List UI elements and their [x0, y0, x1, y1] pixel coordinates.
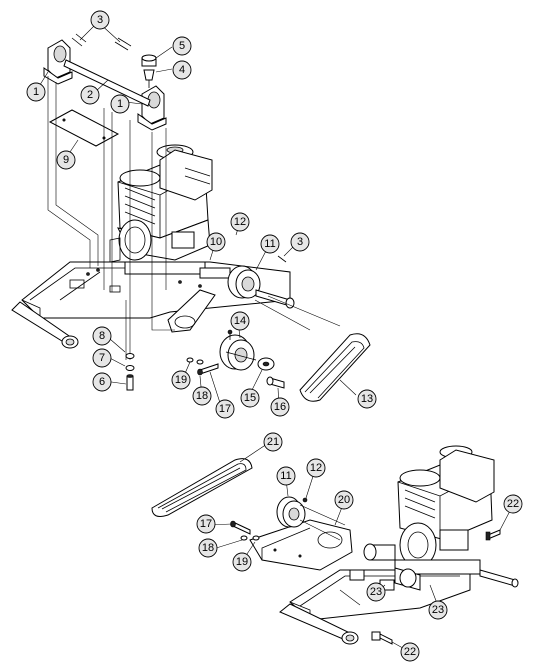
- svg-text:2: 2: [87, 89, 93, 101]
- bottom-assembly: [151, 445, 519, 645]
- callout-19b: 19: [232, 552, 252, 572]
- bolt-stack-left: [125, 353, 135, 391]
- svg-text:16: 16: [274, 401, 286, 413]
- bolt-22-bottom: [371, 631, 393, 645]
- callout-13: 13: [357, 389, 377, 409]
- callout-12b: 12: [306, 458, 326, 478]
- svg-text:13: 13: [361, 393, 373, 405]
- callout-7: 7: [92, 348, 112, 368]
- engine-bottom: [394, 445, 495, 575]
- svg-text:21: 21: [267, 436, 279, 448]
- belt-guard-bracket: [249, 519, 353, 571]
- callout-1a: 1: [26, 82, 46, 102]
- top-assembly: [11, 33, 371, 402]
- svg-text:3: 3: [97, 14, 103, 26]
- svg-text:11: 11: [280, 470, 291, 482]
- callout-14: 14: [230, 311, 250, 331]
- front-roller-bottom: [279, 603, 359, 645]
- callout-23a: 23: [366, 582, 386, 602]
- callout-17a: 17: [215, 399, 235, 419]
- svg-text:8: 8: [99, 330, 105, 342]
- svg-text:1: 1: [33, 86, 39, 98]
- svg-text:20: 20: [338, 494, 350, 506]
- callout-2: 2: [80, 85, 100, 105]
- callout-8: 8: [92, 326, 112, 346]
- svg-text:7: 7: [99, 352, 105, 364]
- svg-text:9: 9: [63, 154, 69, 166]
- keys-top: [71, 33, 287, 263]
- assembly-guide-lines: [47, 76, 341, 360]
- engine-top: [109, 144, 213, 275]
- cover-plate: [48, 109, 120, 147]
- svg-text:17: 17: [200, 518, 212, 530]
- svg-text:12: 12: [310, 462, 322, 474]
- bolt-set-bottom: [230, 520, 260, 541]
- pillow-block-left: [43, 39, 73, 85]
- callout-9: 9: [56, 150, 76, 170]
- grease-fitting: [141, 54, 157, 88]
- callout-22b: 22: [400, 642, 420, 662]
- pillow-block-right: [137, 85, 167, 131]
- callout-5: 5: [172, 36, 192, 56]
- callout-11a: 11: [260, 234, 280, 254]
- drive-pulley-bottom: [276, 496, 308, 528]
- svg-text:18: 18: [202, 542, 214, 554]
- svg-text:15: 15: [244, 392, 256, 404]
- svg-text:14: 14: [234, 315, 246, 327]
- callout-3a: 3: [90, 10, 110, 30]
- svg-text:19: 19: [175, 374, 187, 386]
- callout-15: 15: [240, 388, 260, 408]
- svg-text:6: 6: [99, 376, 105, 388]
- callout-20: 20: [334, 490, 354, 510]
- callout-22a: 22: [503, 494, 523, 514]
- bottom-guide-lines: [299, 504, 361, 606]
- callout-17b: 17: [196, 514, 216, 534]
- callout-11b: 11: [276, 466, 296, 486]
- callout-21: 21: [263, 432, 283, 452]
- shaft-top: [63, 59, 151, 107]
- clutch-pulley: [219, 334, 257, 371]
- nut-washer: [257, 357, 285, 389]
- callout-6: 6: [92, 372, 112, 392]
- callout-1b: 1: [110, 94, 130, 114]
- callout-18b: 18: [198, 538, 218, 558]
- v-belt-top: [299, 333, 371, 402]
- jackshaft-bottom: [363, 543, 519, 591]
- svg-text:23: 23: [370, 586, 382, 598]
- svg-text:12: 12: [234, 216, 246, 228]
- callout-16: 16: [270, 397, 290, 417]
- bolt-22-right: [485, 529, 501, 541]
- svg-text:18: 18: [196, 390, 208, 402]
- callout-23b: 23: [428, 600, 448, 620]
- svg-text:11: 11: [264, 238, 275, 250]
- svg-text:22: 22: [404, 646, 416, 658]
- callouts: 1 2 3 1 5 4 9 12 10 11 3 14 8 7 6 19 18 …: [26, 10, 523, 662]
- svg-text:22: 22: [507, 498, 519, 510]
- callout-18a: 18: [192, 386, 212, 406]
- svg-text:19: 19: [236, 556, 248, 568]
- svg-text:10: 10: [210, 236, 222, 248]
- callout-3b: 3: [290, 232, 310, 252]
- callout-10: 10: [206, 232, 226, 252]
- callout-12a: 12: [230, 212, 250, 232]
- svg-text:3: 3: [297, 236, 303, 248]
- v-belt-bottom: [151, 458, 253, 517]
- svg-text:4: 4: [179, 64, 185, 76]
- callout-4: 4: [172, 60, 192, 80]
- svg-text:23: 23: [432, 604, 444, 616]
- svg-text:17: 17: [219, 403, 231, 415]
- svg-text:5: 5: [179, 40, 185, 52]
- callout-19a: 19: [171, 370, 191, 390]
- front-roller-top: [11, 301, 79, 349]
- svg-text:1: 1: [117, 98, 123, 110]
